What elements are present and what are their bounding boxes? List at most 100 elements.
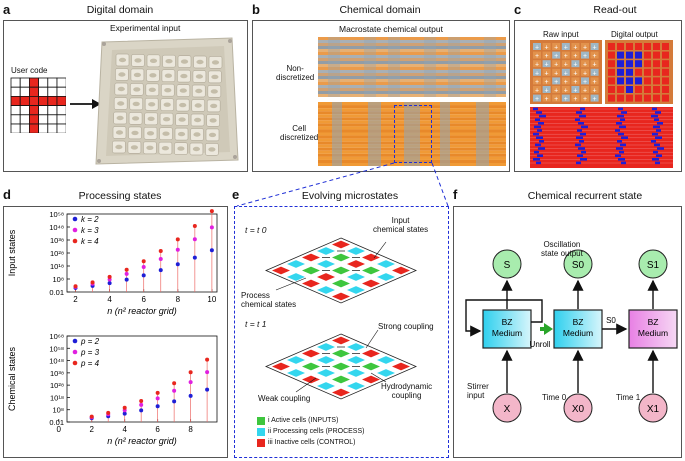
digital-cell (644, 86, 651, 93)
raw-cell (590, 60, 599, 68)
raw-cell (571, 60, 580, 68)
data-point (188, 370, 193, 375)
raw-cell-star: + (583, 62, 587, 69)
wave-band (484, 37, 496, 97)
raw-cell (533, 77, 541, 85)
raw-cell-star: + (573, 96, 577, 103)
digital-cell (644, 51, 651, 59)
raw-cell-star: + (554, 88, 558, 95)
data-point (188, 393, 193, 398)
digital-cell (644, 94, 651, 102)
data-point (107, 281, 112, 286)
wave-band (440, 102, 450, 166)
data-point (172, 381, 177, 386)
legend-item-processing: ii Processing cells (PROCESS) (257, 426, 364, 437)
plate-cell-stirrer (115, 144, 123, 150)
strip-blob (655, 111, 661, 114)
panel-a-label: a (3, 2, 11, 17)
strip-blob (617, 140, 622, 143)
panel-e-frame (234, 206, 449, 458)
panel-c-title: Read-out (593, 4, 637, 16)
raw-cell (552, 94, 561, 102)
data-point (89, 414, 94, 419)
band (318, 61, 506, 64)
digital-cell (608, 94, 615, 102)
y-tick-label: 0.01 (49, 418, 64, 427)
plate-cell-stirrer (133, 87, 141, 92)
raw-cell-star: + (583, 96, 587, 103)
legend-marker (72, 360, 78, 366)
bz-medium-box-0-line2: Medium (492, 328, 522, 338)
digital-cell (617, 43, 624, 50)
wave-band (388, 37, 400, 97)
wave-band (448, 37, 460, 97)
x-tick-label: 8 (188, 425, 193, 434)
data-point (158, 268, 163, 273)
band (318, 43, 506, 46)
plate-cell-stirrer (118, 57, 127, 63)
raw-cell-star: + (583, 79, 587, 86)
digital-cell (653, 51, 660, 59)
plate-cell-stirrer (195, 74, 203, 79)
raw-cell-star: + (573, 45, 577, 52)
raw-input-label: Raw input (543, 30, 579, 39)
digital-output-image (605, 40, 673, 104)
panel-b-title: Chemical domain (339, 4, 421, 16)
band (318, 55, 506, 58)
data-point (139, 398, 144, 403)
strip-blob (534, 125, 541, 129)
strip-blob (652, 107, 657, 111)
x-tick-label: 4 (122, 425, 127, 434)
digital-cell (626, 68, 633, 76)
plate-cell-stirrer (210, 89, 218, 94)
raw-cell (571, 68, 580, 76)
panel-d-label: d (3, 187, 11, 202)
wave-band (364, 37, 376, 97)
strong-coupling-annotation: Strong coupling (378, 322, 434, 331)
strip-blob (539, 140, 544, 143)
band (318, 91, 506, 94)
raw-cell (561, 86, 570, 93)
raw-cell (590, 77, 599, 85)
band (318, 49, 506, 52)
y-tick-label: 10⁸ (52, 275, 64, 284)
strip-bg (530, 107, 673, 168)
strip-blob (651, 114, 658, 118)
process-states-annotation: Process chemical states (241, 291, 297, 309)
legend-swatch-cyan (257, 427, 265, 436)
bz-medium-box-1-line2: Medium (563, 328, 593, 338)
panel-e-label: e (232, 187, 240, 202)
raw-cell-star: + (545, 70, 549, 77)
strip-blob (654, 143, 660, 147)
data-point (139, 408, 144, 413)
panel-e-title: Evolving microstates (301, 190, 399, 202)
y-tick-label: 10¹⁸ (50, 262, 64, 271)
digital-cell (644, 60, 651, 68)
data-point (205, 357, 210, 362)
data-point (209, 209, 214, 214)
raw-cell (533, 68, 541, 76)
digital-cell (644, 77, 651, 85)
digital-cell (626, 60, 633, 68)
plate-cell-stirrer (131, 130, 139, 136)
strip-blob (652, 132, 658, 136)
data-point (106, 410, 111, 415)
strip-blob (576, 136, 583, 139)
digital-cell (662, 77, 669, 85)
raw-cell (542, 51, 551, 59)
raw-cell (590, 86, 599, 93)
digital-cell (626, 51, 633, 59)
plate-cell-stirrer (117, 86, 125, 92)
data-point (124, 277, 129, 282)
raw-cell (590, 94, 599, 102)
plate-cell-stirrer (164, 73, 172, 78)
strip-blob (577, 129, 582, 132)
raw-cell (533, 43, 541, 50)
raw-cell-star: + (573, 62, 577, 69)
strip-blob (656, 154, 662, 157)
panel-d-frame (3, 206, 228, 458)
y-tick-label: 10²⁸ (50, 249, 64, 258)
y-tick-label: 10³⁸ (50, 369, 64, 378)
raw-cell-star: + (573, 79, 577, 86)
legend-label: p = 3 (80, 348, 100, 357)
